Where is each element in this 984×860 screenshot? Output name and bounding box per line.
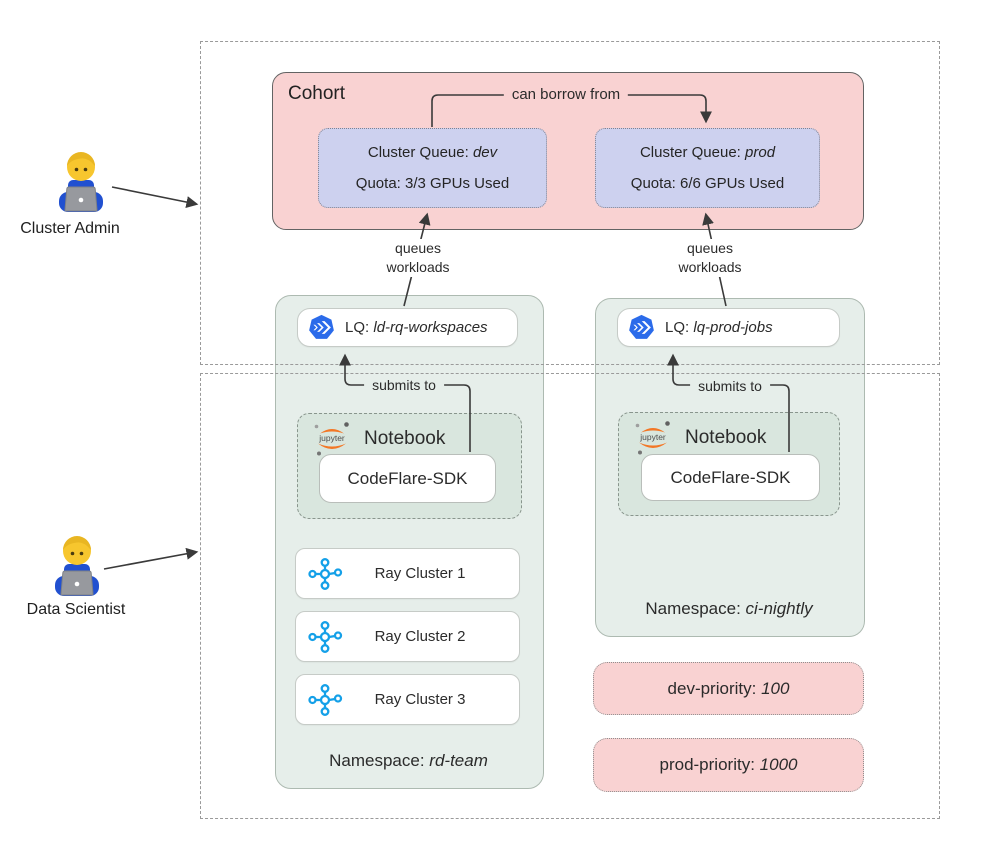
codeflare-sdk-label: CodeFlare-SDK xyxy=(670,467,791,487)
priority-label: dev-priority: xyxy=(667,678,757,698)
namespace-label-rd-team: Namespace: rd-team xyxy=(275,751,542,771)
cluster-queue-prod-quota: Quota: 6/6 GPUs Used xyxy=(630,175,785,193)
local-queue-name: LQ: ld-rq-workspaces xyxy=(345,319,488,336)
cluster-queue-label: Cluster Queue: xyxy=(639,143,741,161)
ray-cluster-label: Ray Cluster 1 xyxy=(374,565,466,582)
lq-value: lq-prod-jobs xyxy=(693,319,773,336)
cluster-queue-value: prod xyxy=(745,143,776,161)
ray-cluster-label: Ray Cluster 2 xyxy=(374,628,466,645)
queues-line: queues xyxy=(687,240,733,256)
data-scientist-arrow xyxy=(103,547,199,570)
codeflare-sdk-label: CodeFlare-SDK xyxy=(347,468,468,488)
workloads-line: workloads xyxy=(678,259,742,275)
local-queue-workspaces: LQ: ld-rq-workspaces xyxy=(297,308,518,347)
namespace-value: rd-team xyxy=(429,751,488,770)
notebook-header: jupyter Notebook xyxy=(310,420,445,458)
submits-to-label-left: submits to xyxy=(364,376,444,394)
queues-workloads-label-right: queues workloads xyxy=(672,239,748,277)
priority-label: prod-priority: xyxy=(659,755,755,774)
notebook-title: Notebook xyxy=(685,427,767,448)
cluster-admin-arrow xyxy=(111,186,199,208)
namespace-prefix: Namespace: xyxy=(329,751,425,770)
cluster-queue-dev-name: Cluster Queue: dev xyxy=(368,144,497,161)
cluster-queue-label: Cluster Queue: xyxy=(367,143,469,161)
priority-value: 100 xyxy=(761,678,790,698)
cohort-title: Cohort xyxy=(288,83,346,104)
jupyter-icon: jupyter xyxy=(635,421,670,455)
local-queue-prod-jobs: LQ: lq-prod-jobs xyxy=(617,308,840,347)
lq-value: ld-rq-workspaces xyxy=(373,319,488,336)
namespace-label-ci-nightly: Namespace: ci-nightly xyxy=(595,599,863,619)
ray-icon xyxy=(308,683,343,716)
notebook-box-left: jupyter Notebook CodeFlare-SDK xyxy=(297,413,522,519)
jupyter-wordmark: jupyter xyxy=(639,432,666,442)
prod-priority-box: prod-priority: 1000 xyxy=(593,738,864,792)
data-scientist-label: Data Scientist xyxy=(26,601,126,618)
cluster-queue-dev-quota: Quota: 3/3 GPUs Used xyxy=(355,175,510,193)
workloads-line: workloads xyxy=(386,259,450,275)
ray-cluster-row: Ray Cluster 1 xyxy=(295,548,520,599)
lq-prefix: LQ: xyxy=(665,319,690,336)
technologist-emoji-icon xyxy=(59,152,103,212)
queues-line: queues xyxy=(395,240,441,256)
codeflare-sdk-box: CodeFlare-SDK xyxy=(641,454,820,501)
cluster-queue-value: dev xyxy=(472,143,498,161)
cluster-admin-label: Cluster Admin xyxy=(20,220,120,237)
ray-icon xyxy=(308,620,343,653)
notebook-box-right: jupyter Notebook CodeFlare-SDK xyxy=(618,412,840,516)
namespace-value: ci-nightly xyxy=(745,599,813,618)
cluster-queue-dev: Cluster Queue: dev Quota: 3/3 GPUs Used xyxy=(318,128,547,208)
priority-value: 1000 xyxy=(759,755,798,774)
can-borrow-label: can borrow from xyxy=(503,86,629,104)
ray-cluster-row: Ray Cluster 3 xyxy=(295,674,520,725)
cluster-queue-prod-name: Cluster Queue: prod xyxy=(640,144,775,161)
technologist-emoji-icon xyxy=(55,536,99,596)
jupyter-wordmark: jupyter xyxy=(318,433,345,443)
submits-to-label-right: submits to xyxy=(690,377,770,395)
namespace-prefix: Namespace: xyxy=(645,599,741,618)
codeflare-sdk-box: CodeFlare-SDK xyxy=(319,454,496,503)
cluster-queue-prod: Cluster Queue: prod Quota: 6/6 GPUs Used xyxy=(595,128,820,208)
ray-cluster-label: Ray Cluster 3 xyxy=(374,691,466,708)
notebook-title: Notebook xyxy=(364,428,446,449)
lq-prefix: LQ: xyxy=(345,319,370,336)
local-queue-name: LQ: lq-prod-jobs xyxy=(665,319,773,336)
ray-cluster-row: Ray Cluster 2 xyxy=(295,611,520,662)
ray-icon xyxy=(308,557,343,590)
dev-priority-box: dev-priority: 100 xyxy=(593,662,864,715)
kueue-hexagon-icon xyxy=(309,314,334,339)
kueue-hexagon-icon xyxy=(629,314,654,339)
queues-workloads-label-left: queues workloads xyxy=(380,239,456,277)
notebook-header: jupyter Notebook xyxy=(631,419,766,457)
jupyter-icon: jupyter xyxy=(314,422,349,456)
